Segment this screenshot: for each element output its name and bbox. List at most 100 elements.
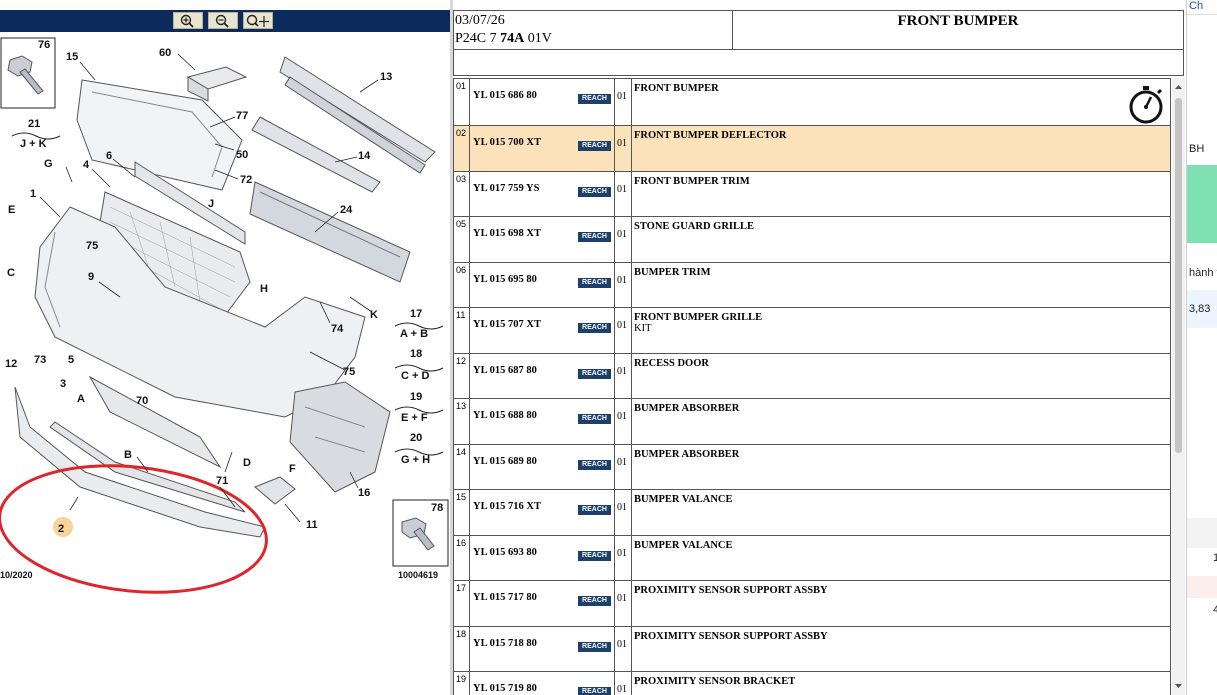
part-reference[interactable]: YL 015 686 80: [473, 90, 537, 101]
callout-21[interactable]: 21: [28, 118, 40, 130]
reach-badge[interactable]: REACH: [578, 596, 611, 606]
part-ref-cell[interactable]: YL 015 707 XT REACH: [470, 308, 615, 353]
callout-78[interactable]: 78: [431, 502, 443, 514]
part-reference[interactable]: YL 015 717 80: [473, 592, 537, 603]
callout-1[interactable]: 1: [30, 188, 36, 200]
callout-h[interactable]: H: [260, 283, 268, 295]
part-ref-cell[interactable]: YL 015 695 80 REACH: [470, 263, 615, 307]
callout-20[interactable]: 20: [410, 432, 422, 444]
callout-75a[interactable]: 75: [86, 240, 98, 252]
reach-badge[interactable]: REACH: [578, 551, 611, 561]
reach-badge[interactable]: REACH: [578, 232, 611, 242]
callout-a-b[interactable]: A + B: [400, 328, 428, 340]
reach-badge[interactable]: REACH: [578, 460, 611, 470]
part-reference[interactable]: YL 015 698 XT: [473, 228, 541, 239]
reach-badge[interactable]: REACH: [578, 687, 611, 695]
part-reference[interactable]: YL 015 718 80: [473, 638, 537, 649]
callout-4[interactable]: 4: [83, 159, 90, 171]
part-reference[interactable]: YL 015 688 80: [473, 410, 537, 421]
scroll-down-icon[interactable]: [1172, 681, 1185, 691]
pane-divider[interactable]: [450, 0, 453, 695]
scroll-thumb[interactable]: [1175, 98, 1182, 453]
callout-11[interactable]: 11: [306, 519, 318, 531]
callout-14[interactable]: 14: [358, 150, 371, 162]
callout-18[interactable]: 18: [410, 348, 422, 360]
zoom-in-button[interactable]: [173, 12, 203, 29]
reach-badge[interactable]: REACH: [578, 187, 611, 197]
callout-13[interactable]: 13: [380, 71, 392, 83]
part-reference[interactable]: YL 015 700 XT: [473, 137, 541, 148]
callout-3[interactable]: 3: [60, 378, 66, 390]
reach-badge[interactable]: REACH: [578, 642, 611, 652]
strip-green-block[interactable]: [1187, 165, 1217, 243]
callout-j-k[interactable]: J + K: [20, 138, 47, 150]
part-ref-cell[interactable]: YL 015 693 80 REACH: [470, 536, 615, 580]
part-ref-cell[interactable]: YL 015 718 80 REACH: [470, 627, 615, 671]
callout-73[interactable]: 73: [34, 354, 46, 366]
callout-j[interactable]: J: [208, 198, 214, 210]
part-ref-cell[interactable]: YL 015 687 80 REACH: [470, 354, 615, 398]
callout-17[interactable]: 17: [410, 308, 422, 320]
callout-f[interactable]: F: [289, 463, 296, 475]
callout-k[interactable]: K: [370, 309, 378, 321]
callout-e[interactable]: E: [8, 204, 15, 216]
part-ref-cell[interactable]: YL 015 719 80 REACH: [470, 672, 615, 695]
callout-60[interactable]: 60: [159, 47, 171, 59]
callout-a[interactable]: A: [77, 393, 85, 405]
reach-badge[interactable]: REACH: [578, 94, 611, 104]
reach-badge[interactable]: REACH: [578, 278, 611, 288]
part-ref-cell[interactable]: YL 015 686 80 REACH: [470, 79, 615, 125]
zoom-out-button[interactable]: [208, 12, 238, 29]
callout-16[interactable]: 16: [358, 487, 370, 499]
callout-50[interactable]: 50: [236, 149, 248, 161]
part-reference[interactable]: YL 017 759 YS: [473, 183, 540, 194]
reach-badge[interactable]: REACH: [578, 414, 611, 424]
exploded-parts-diagram[interactable]: 76 15 60 13 21 J + K 77 50 72 14 G 4 6 1…: [0, 32, 450, 695]
callout-g[interactable]: G: [44, 158, 53, 170]
callout-72[interactable]: 72: [240, 174, 252, 186]
callout-c-d[interactable]: C + D: [401, 370, 429, 382]
callout-70[interactable]: 70: [136, 395, 148, 407]
callout-5[interactable]: 5: [68, 354, 74, 366]
zoom-pan-button[interactable]: [243, 12, 273, 29]
callout-19[interactable]: 19: [410, 391, 422, 403]
part-ref-cell[interactable]: YL 015 717 80 REACH: [470, 581, 615, 626]
callout-75b[interactable]: 75: [343, 366, 355, 378]
reach-badge[interactable]: REACH: [578, 505, 611, 515]
part-ref-cell[interactable]: YL 015 698 XT REACH: [470, 217, 615, 262]
part-reference[interactable]: YL 015 719 80: [473, 683, 537, 694]
part-reference[interactable]: YL 015 687 80: [473, 365, 537, 376]
callout-12[interactable]: 12: [5, 358, 17, 370]
part-reference[interactable]: YL 015 695 80: [473, 274, 537, 285]
callout-6[interactable]: 6: [106, 150, 112, 162]
stopwatch-icon[interactable]: [1127, 83, 1167, 125]
part-reference[interactable]: YL 015 689 80: [473, 456, 537, 467]
part-ref-cell[interactable]: YL 015 689 80 REACH: [470, 445, 615, 489]
part-ref-cell[interactable]: YL 017 759 YS REACH: [470, 172, 615, 216]
part-reference[interactable]: YL 015 707 XT: [473, 319, 541, 330]
reach-badge[interactable]: REACH: [578, 323, 611, 333]
part-ref-cell[interactable]: YL 015 688 80 REACH: [470, 399, 615, 444]
part-reference[interactable]: YL 015 716 XT: [473, 501, 541, 512]
reach-badge[interactable]: REACH: [578, 369, 611, 379]
callout-d[interactable]: D: [243, 457, 251, 469]
callout-71[interactable]: 71: [216, 475, 228, 487]
callout-2[interactable]: 2: [58, 523, 64, 535]
callout-76[interactable]: 76: [38, 39, 50, 51]
strip-text-0[interactable]: Ch: [1189, 0, 1204, 12]
callout-e-f[interactable]: E + F: [401, 412, 428, 424]
callout-15[interactable]: 15: [66, 51, 78, 63]
part-reference[interactable]: YL 015 693 80: [473, 547, 537, 558]
